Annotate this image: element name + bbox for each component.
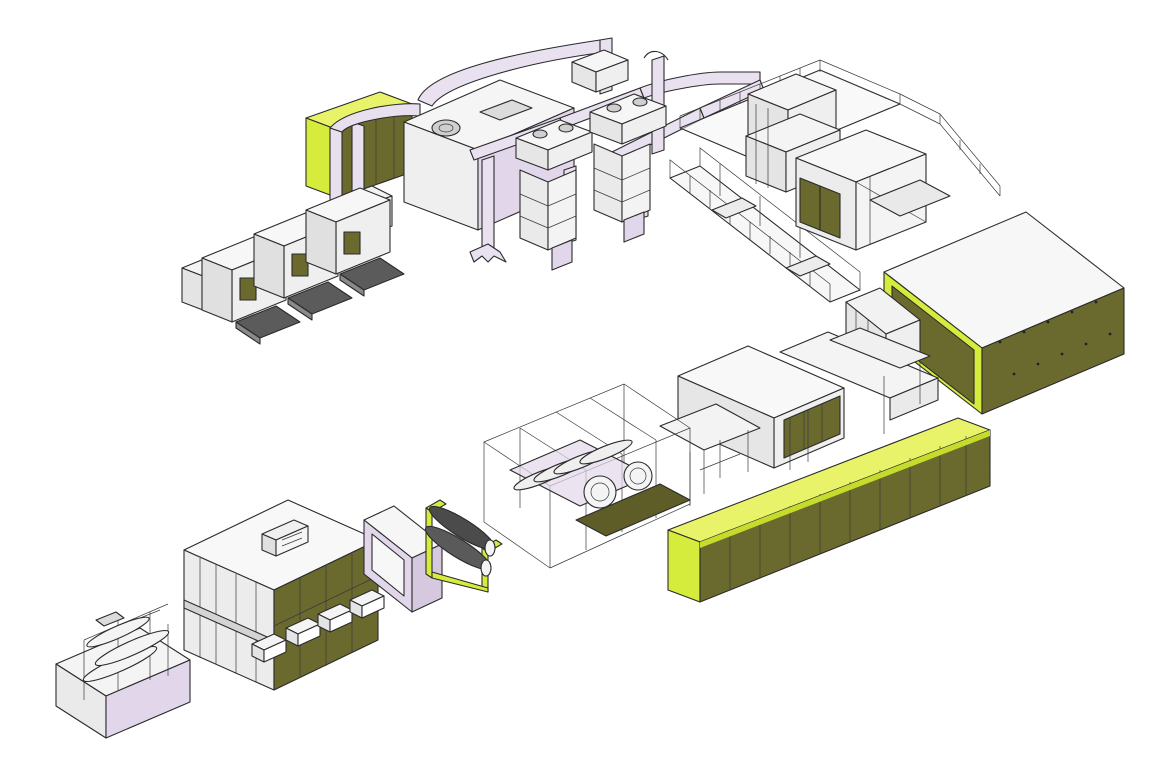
panel-dividers <box>699 436 967 590</box>
bale-opener-1 <box>181 235 301 345</box>
inclined-conveyor-walkway <box>669 147 861 303</box>
long-panel-row-lower-right <box>667 417 991 603</box>
cyclone-unit-2 <box>589 93 667 243</box>
panel-top-lime-edges <box>700 430 990 548</box>
thermal-oven <box>183 499 385 691</box>
needle-loom-enclosure <box>883 211 1125 415</box>
oven-burner-boxes <box>251 589 385 663</box>
winder-machine <box>55 603 191 739</box>
cyclone-unit-1 <box>515 119 593 271</box>
roller-set <box>513 439 633 491</box>
bale-opener-3 <box>305 187 405 297</box>
oven-control-panel-top <box>261 519 309 557</box>
top-fan-box <box>571 49 629 93</box>
heat-setting-unit <box>363 505 443 613</box>
calender-rollers <box>424 499 503 593</box>
framed-drafting-unit <box>483 383 691 569</box>
crosslapper-housing <box>795 129 951 251</box>
